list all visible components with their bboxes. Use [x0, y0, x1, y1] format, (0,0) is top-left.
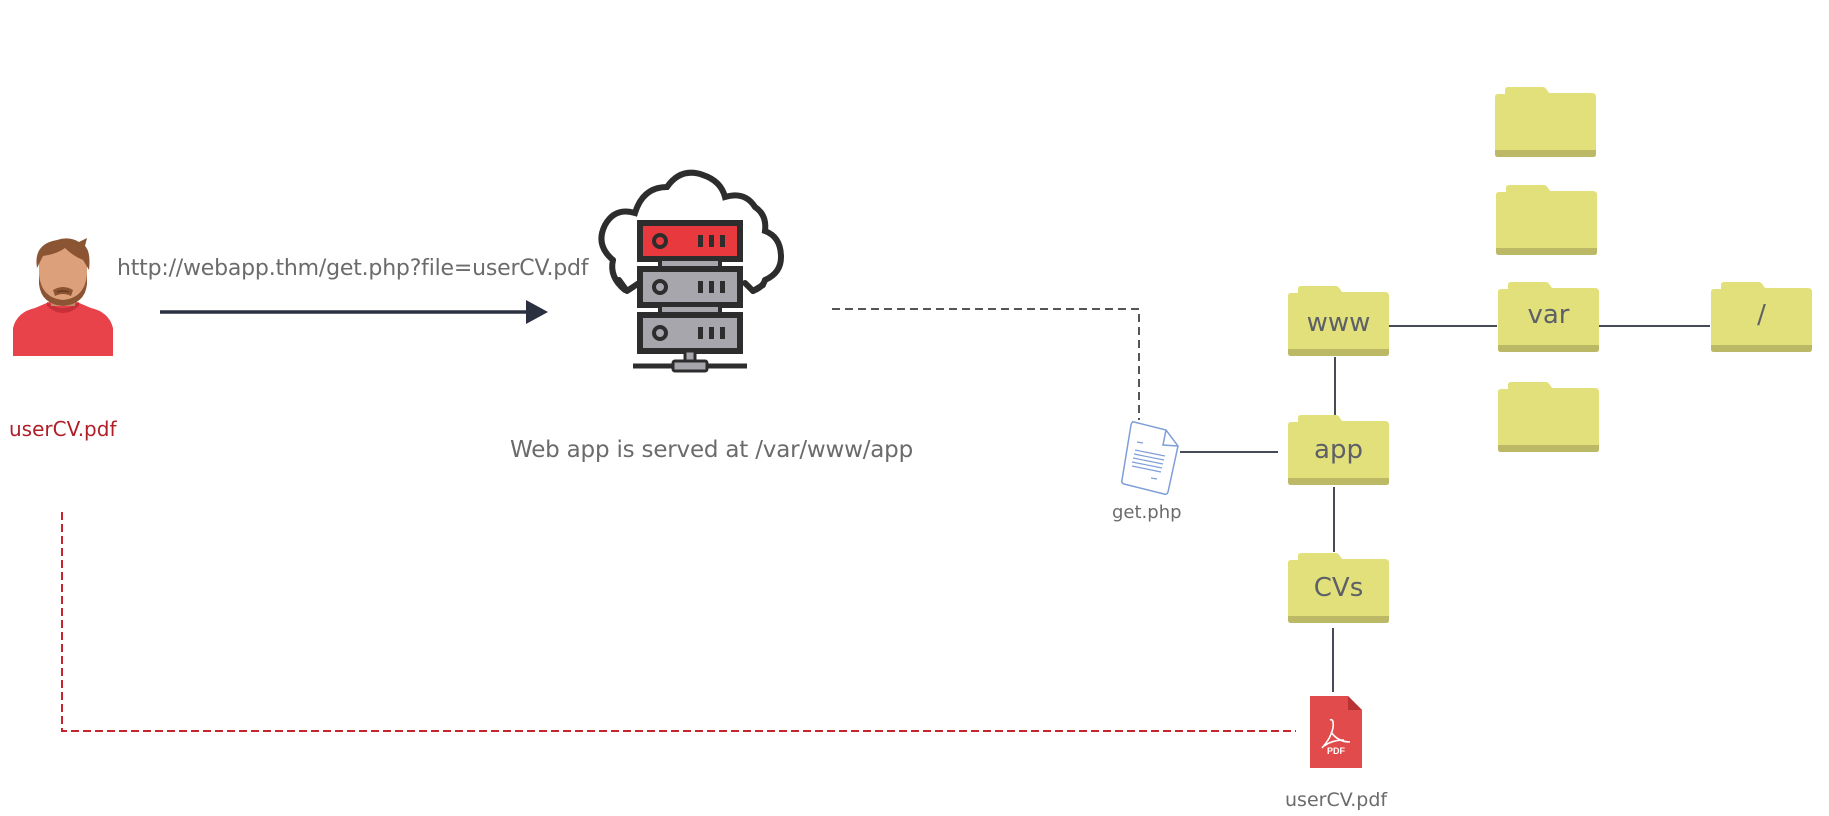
folder-unnamed-1[interactable]	[1495, 87, 1596, 157]
folder-icon	[1495, 87, 1596, 157]
folder-app[interactable]: app	[1288, 415, 1389, 485]
folder-icon	[1288, 553, 1389, 623]
folder-root[interactable]: /	[1711, 282, 1812, 352]
pdf-file-icon[interactable]: PDF	[1310, 696, 1362, 768]
folder-var[interactable]: var	[1498, 282, 1599, 352]
user-avatar-icon	[13, 238, 113, 358]
folder-label: app	[1314, 435, 1363, 465]
folder-icon	[1288, 415, 1389, 485]
script-file-label: get.php	[1112, 502, 1182, 523]
target-file-label: userCV.pdf	[1285, 789, 1388, 811]
folder-www[interactable]: www	[1288, 286, 1389, 356]
folder-icon	[1496, 185, 1597, 255]
php-document-icon[interactable]	[1118, 418, 1188, 498]
server-to-script-dashed-line	[832, 308, 1140, 420]
pdf-badge: PDF	[1327, 746, 1346, 756]
folder-icon	[1498, 382, 1599, 452]
file-return-dashed-line	[61, 512, 1296, 732]
folder-label: var	[1527, 300, 1570, 330]
request-url: http://webapp.thm/get.php?file=userCV.pd…	[117, 256, 589, 281]
folder-label: www	[1306, 308, 1371, 338]
client-file-label: userCV.pdf	[9, 417, 117, 441]
folder-icon	[1288, 286, 1389, 356]
folder-label: /	[1757, 300, 1766, 330]
folder-unnamed-2[interactable]	[1496, 185, 1597, 255]
request-arrow-head	[526, 300, 548, 324]
folder-cvs[interactable]: CVs	[1288, 553, 1389, 623]
folder-label: CVs	[1313, 573, 1364, 603]
cloud-server-icon	[585, 165, 795, 375]
folder-icon	[1711, 282, 1812, 352]
folder-icon	[1498, 282, 1599, 352]
folder-unnamed-3[interactable]	[1498, 382, 1599, 452]
server-caption: Web app is served at /var/www/app	[510, 437, 913, 463]
